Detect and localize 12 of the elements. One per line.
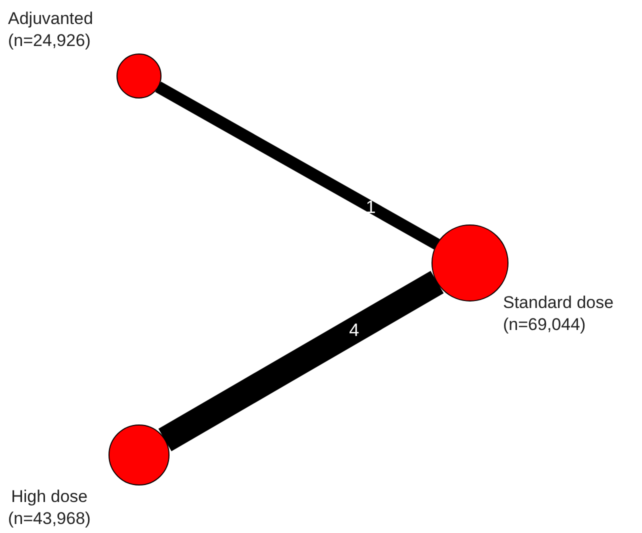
connector-line (158, 270, 444, 452)
network-node-circle (116, 53, 162, 99)
connector-line (155, 82, 440, 250)
node-label: High dose (11, 486, 88, 508)
edge-label: 1 (366, 196, 376, 217)
node-label: Standard dose (503, 292, 614, 314)
node-label: (n=24,926) (8, 30, 91, 52)
network-node-circle (108, 424, 170, 486)
node-label: Adjuvanted (8, 8, 94, 30)
edge-label: 4 (349, 320, 360, 340)
node-label: (n=69,044) (503, 314, 586, 336)
node-label: (n=43,968) (8, 508, 91, 530)
